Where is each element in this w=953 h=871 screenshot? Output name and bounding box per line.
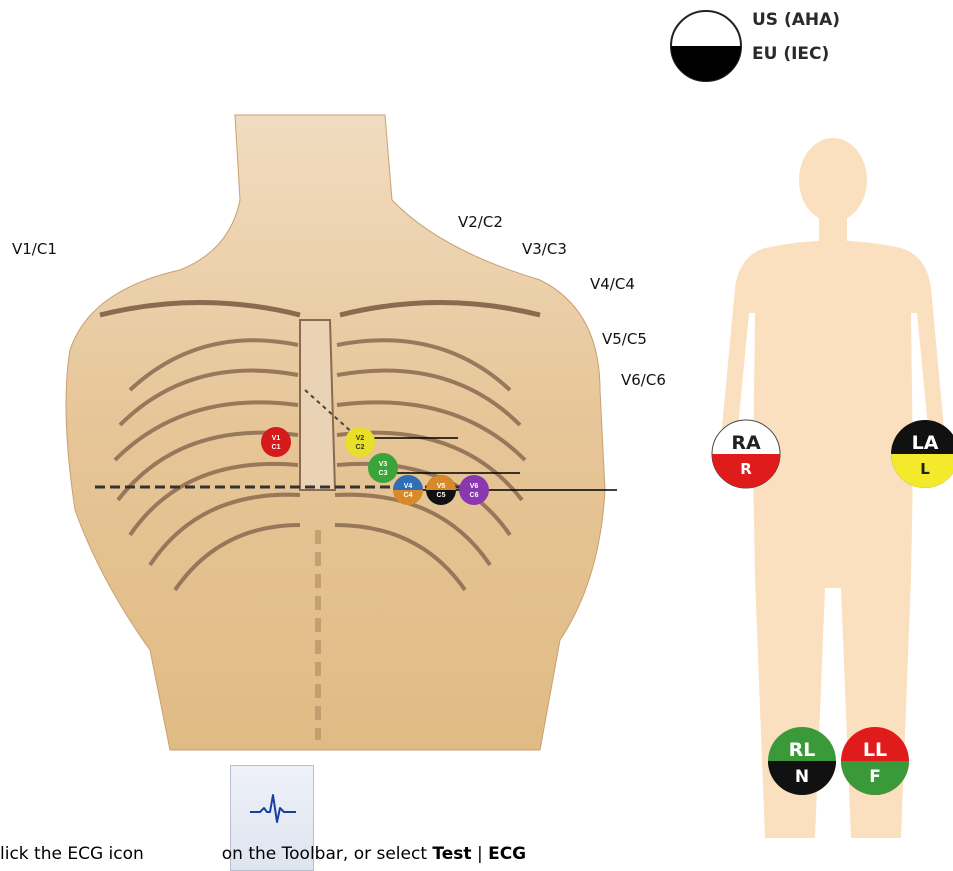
instruction-prefix: lick the ECG icon: [0, 844, 144, 864]
electrode-v4-c4: V4 C4: [392, 474, 424, 506]
instruction-menu: Test: [432, 844, 471, 864]
electrode-rl: RL N: [766, 725, 838, 797]
electrode-v6-top: V6: [470, 483, 479, 490]
ra-eu-label: R: [740, 460, 752, 478]
la-eu-label: L: [920, 460, 930, 478]
instruction-sep: |: [477, 844, 483, 864]
electrode-v4-bottom: C4: [404, 492, 413, 499]
electrode-v2-top: V2: [356, 435, 365, 442]
label-v3-c3: V3/C3: [522, 240, 567, 258]
instruction-item: ECG: [488, 844, 526, 864]
label-v6-c6: V6/C6: [621, 371, 666, 389]
legend-eu-label: EU (IEC): [752, 44, 829, 64]
label-v2-c2: V2/C2: [458, 213, 503, 231]
rl-us-label: RL: [789, 739, 816, 761]
electrode-v1-c1: V1 C1: [260, 426, 292, 458]
leader-lines: [0, 0, 660, 520]
legend-us-label: US (AHA): [752, 10, 840, 30]
ll-eu-label: F: [869, 767, 881, 787]
label-v4-c4: V4/C4: [590, 275, 635, 293]
electrode-v1-top: V1: [272, 435, 281, 442]
electrode-v3-top: V3: [379, 461, 388, 468]
electrode-la: LA L: [889, 418, 953, 490]
electrode-v6-bottom: C6: [470, 492, 479, 499]
electrode-v4-top: V4: [404, 483, 413, 490]
ll-us-label: LL: [863, 739, 887, 761]
label-v1-c1: V1/C1: [12, 240, 57, 258]
electrode-v1-bottom: C1: [272, 444, 281, 451]
electrode-v2-bottom: C2: [356, 444, 365, 451]
ra-us-label: RA: [731, 432, 761, 454]
electrode-v5-c5: V5 C5: [425, 474, 457, 506]
instruction-text: lick the ECG icon on the Toolbar, or sele…: [0, 844, 526, 864]
electrode-v5-bottom: C5: [437, 492, 446, 499]
rl-eu-label: N: [795, 767, 809, 787]
electrode-v6-c6: V6 C6: [458, 474, 490, 506]
electrode-v5-top: V5: [437, 483, 446, 490]
la-us-label: LA: [912, 432, 939, 454]
electrode-ra: RA R: [710, 418, 782, 490]
legend-circle-icon: [668, 8, 744, 84]
electrode-ll: LL F: [839, 725, 911, 797]
ecg-waveform-icon: [248, 792, 298, 826]
label-v5-c5: V5/C5: [602, 330, 647, 348]
instruction-middle: on the Toolbar, or select: [222, 844, 427, 864]
electrode-v3-bottom: C3: [379, 470, 388, 477]
